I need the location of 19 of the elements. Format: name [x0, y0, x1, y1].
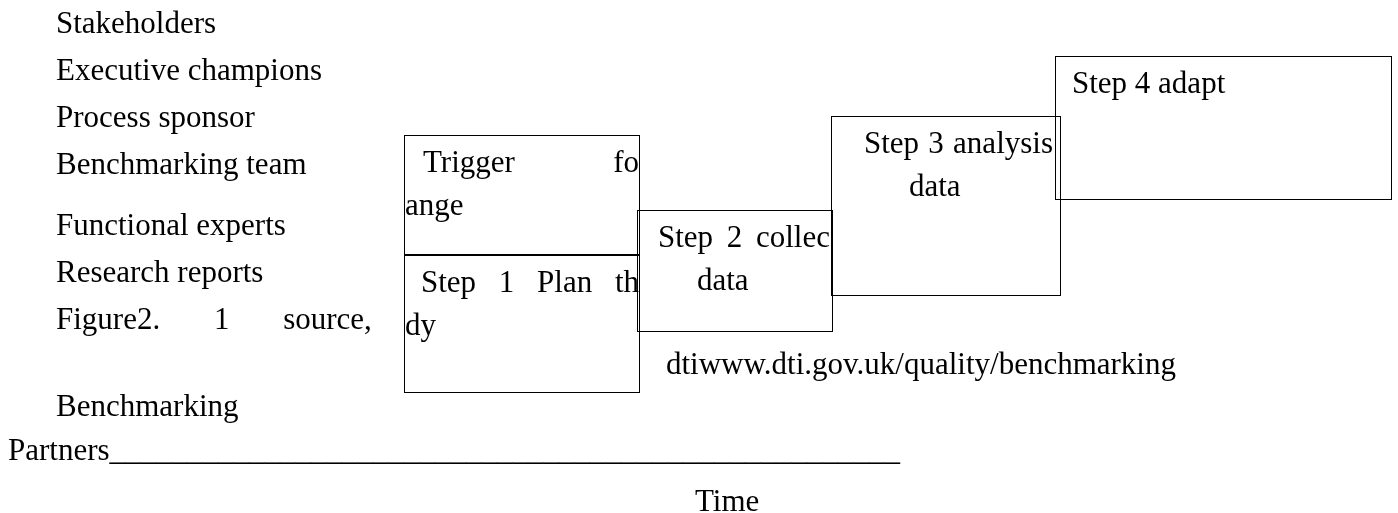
label-text: Executive champions [56, 50, 322, 89]
label-text: Stakeholders [56, 3, 217, 42]
figure-caption: Figure2. 1 source, [56, 299, 372, 338]
label-text: Benchmarking Partners___________________________________________________ [8, 386, 902, 469]
step-text: Step 2 collec data [657, 218, 831, 299]
label-text: Functional experts [56, 205, 286, 244]
label-text: Research reports [56, 252, 264, 291]
step-text: Step 4 adapt [1071, 64, 1227, 102]
source-url: dtiwww.dti.gov.uk/quality/benchmarking [666, 344, 1176, 383]
step-text: Trigger fo ange [405, 143, 639, 224]
process-box [637, 210, 833, 332]
process-box [831, 116, 1061, 296]
process-box [1055, 56, 1392, 200]
label-text: Benchmarking team [56, 144, 307, 183]
process-box [404, 135, 640, 255]
step-text: Step 3 analysis data [863, 124, 1054, 205]
label-text: Process sponsor [56, 97, 255, 136]
axis-label: Time [695, 481, 760, 513]
process-box [404, 255, 640, 393]
